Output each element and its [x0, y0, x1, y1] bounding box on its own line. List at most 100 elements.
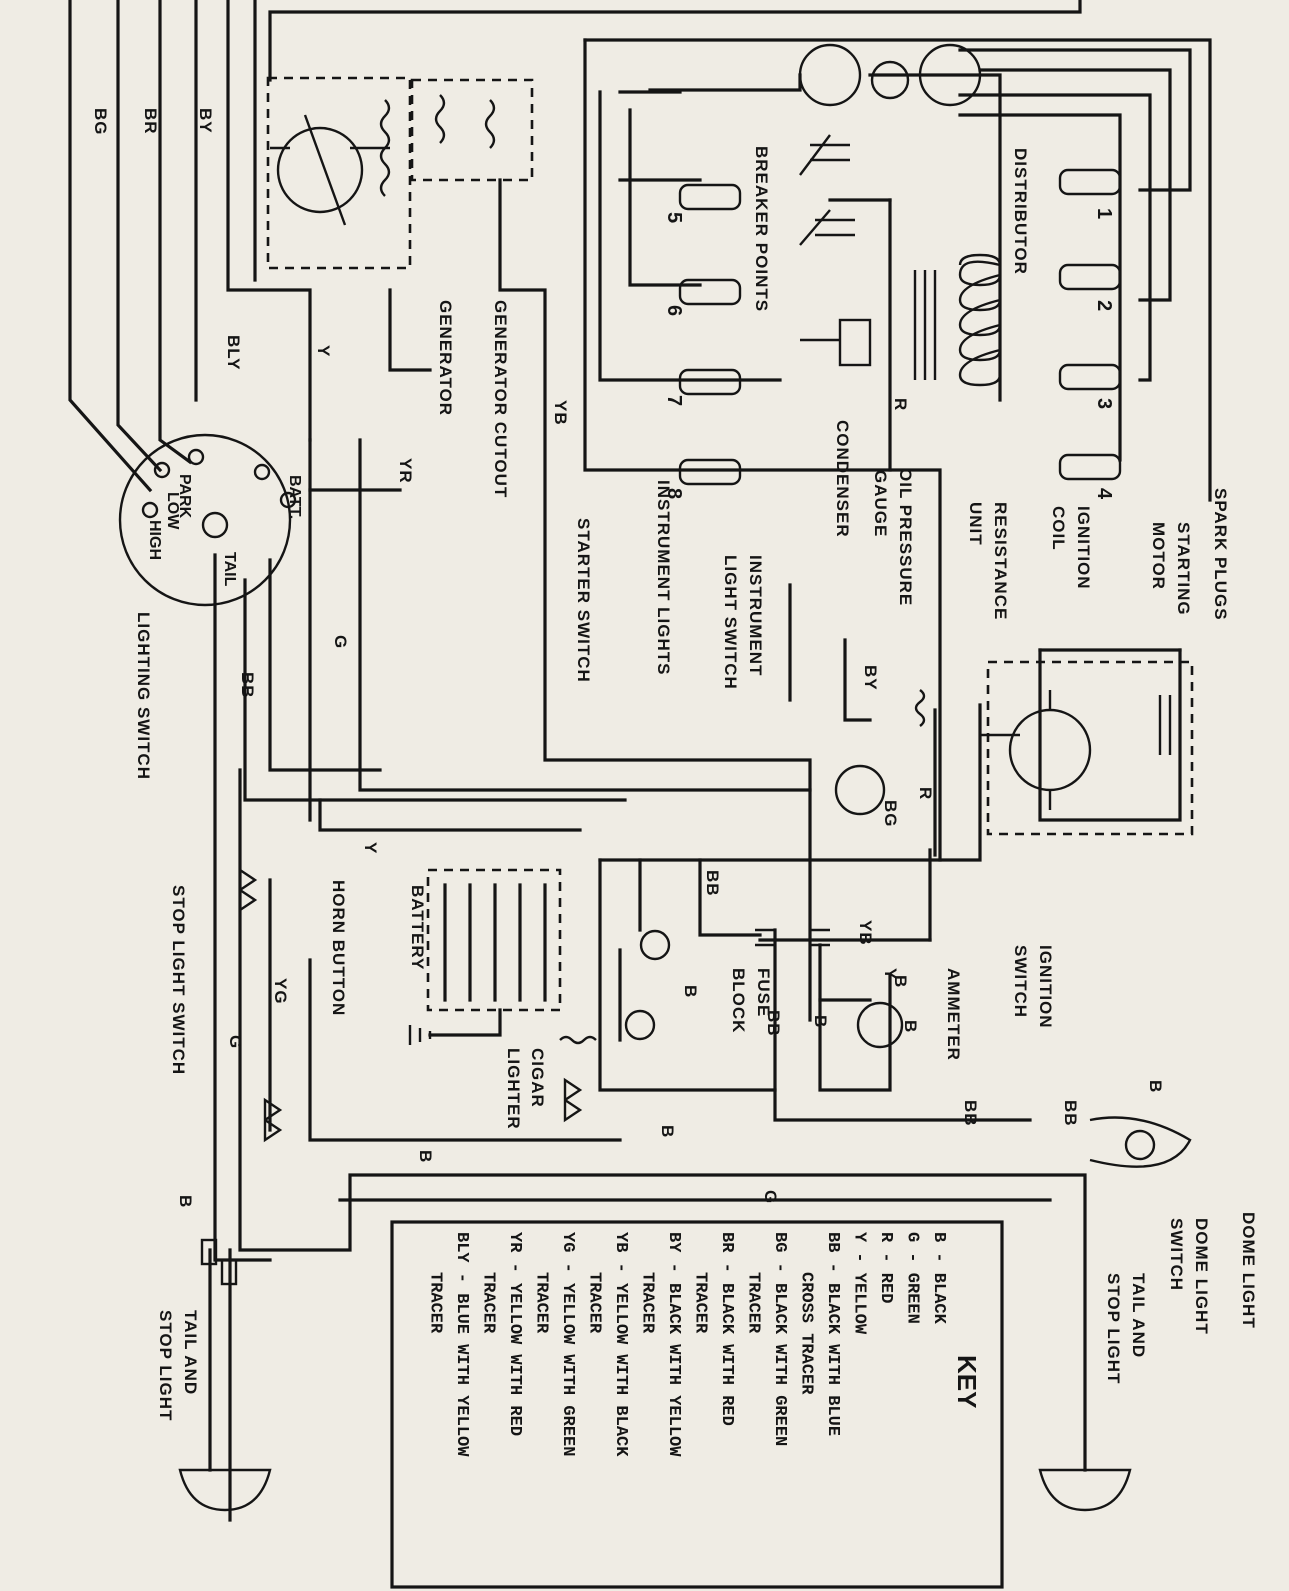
component-label: GENERATOR CUTOUT — [491, 300, 510, 498]
key-entry: TRACER — [426, 1272, 445, 1334]
component-label: IGNITION — [1074, 506, 1093, 590]
spark-plug-number: 3 — [1093, 398, 1115, 409]
wire-code-label: R — [916, 787, 935, 800]
key-entry: B - BLACK — [929, 1232, 948, 1325]
spark-plug-number: 5 — [663, 212, 685, 223]
wire-code-label: B — [176, 1195, 195, 1208]
component-label: HORN BUTTON — [329, 880, 348, 1016]
spark-plug-number: 7 — [663, 395, 685, 406]
key-entry: CROSS TRACER — [797, 1272, 816, 1395]
key-entry: TRACER — [532, 1272, 551, 1334]
wire-code-label: Y — [881, 968, 900, 980]
component-label: BATT. — [286, 475, 303, 519]
component-label: GENERATOR — [436, 300, 455, 416]
wire-code-label: BG — [881, 800, 900, 828]
spark-plug-number: 4 — [1093, 488, 1115, 500]
key-entry: YG - YELLOW WITH GREEN — [558, 1232, 577, 1456]
wire-code-label: G — [226, 1035, 245, 1049]
starting-motor-box — [980, 660, 1194, 836]
key-entry: YR - YELLOW WITH RED — [505, 1232, 524, 1436]
component-label: HIGH — [146, 520, 163, 560]
key-entry: BG - BLACK WITH GREEN — [770, 1232, 789, 1446]
key-entry: TRACER — [691, 1272, 710, 1334]
wire-code-label: YB — [856, 920, 875, 946]
fuse-block-and-switches — [200, 867, 830, 1286]
lighting-switch — [118, 433, 297, 607]
component-label: GAUGE — [871, 470, 890, 537]
wire-code-label: R — [891, 398, 910, 411]
key-entry: G - GREEN — [903, 1232, 922, 1324]
wire-code-label: B — [416, 1150, 435, 1163]
component-label: BATTERY — [408, 885, 427, 970]
wire-code-label: G — [331, 635, 350, 649]
wire-code-label: B — [681, 985, 700, 998]
spark-plugs — [678, 168, 1122, 486]
key-entry: Y - YELLOW — [850, 1232, 869, 1335]
wire-code-label: BB — [703, 870, 722, 897]
component-label: AMMETER — [944, 968, 963, 1061]
key-entry: BLY - BLUE WITH YELLOW — [452, 1232, 471, 1457]
wire-code-label: BLY — [224, 335, 243, 370]
wire-code-label: BB — [764, 1010, 783, 1037]
component-label: CONDENSER — [833, 420, 852, 538]
tail-stop-lights — [178, 1468, 1132, 1512]
wire-code-label: BY — [196, 108, 215, 134]
wire-code-label: BY — [861, 665, 880, 691]
wire-code-label: G — [761, 1190, 780, 1204]
key-entry: YB - YELLOW WITH BLACK — [611, 1232, 630, 1457]
component-label: RESISTANCE — [991, 502, 1010, 620]
component-label: LIGHTER — [504, 1048, 523, 1130]
wire-code-label: Y — [314, 345, 333, 357]
wire-code-label: B — [891, 975, 910, 988]
component-label: SWITCH — [1011, 945, 1030, 1018]
wire-code-label: B — [1146, 1080, 1165, 1093]
component-label: STARTER SWITCH — [574, 518, 593, 683]
component-label: COIL — [1049, 506, 1068, 551]
component-label: LIGHTING SWITCH — [134, 612, 153, 780]
component-label: BLOCK — [729, 968, 748, 1033]
wire-code-label: BB — [238, 672, 257, 699]
spark-plug-number: 6 — [663, 305, 685, 316]
component-label: TAIL AND — [1129, 1273, 1148, 1358]
wire-code-label: BB — [961, 1100, 980, 1127]
spark-plug-number: 2 — [1093, 300, 1115, 311]
wire-code-label: BB — [1061, 1100, 1080, 1127]
component-label: FUSE — [754, 968, 773, 1017]
wire-code-label: B — [658, 1125, 677, 1138]
wire-code-label: B — [811, 1015, 830, 1028]
wire-code-label: B — [901, 1020, 920, 1033]
key-entry: R - RED — [876, 1232, 895, 1303]
component-label: OIL PRESSURE — [896, 468, 915, 606]
key-entry: TRACER — [585, 1272, 604, 1334]
ignition-coil-and-resistance — [838, 253, 1002, 727]
component-label: STARTING — [1174, 522, 1193, 616]
component-label: STOP LIGHT SWITCH — [169, 885, 188, 1075]
component-label: DISTRIBUTOR — [1011, 148, 1030, 275]
wire-code-label: YR — [396, 458, 415, 484]
component-label: IGNITION — [1036, 945, 1055, 1029]
component-labels: SPARK PLUGSSTARTINGMOTORIGNITIONCOILRESI… — [134, 146, 1258, 1421]
component-label: INSTRUMENT LIGHTS — [654, 480, 673, 676]
component-label: LOW — [164, 492, 181, 530]
component-label: STOP LIGHT — [1104, 1273, 1123, 1384]
key-entry: BY - BLACK WITH YELLOW — [664, 1232, 683, 1457]
component-label: SWITCH — [1167, 1218, 1186, 1291]
key-box — [390, 1220, 1004, 1589]
spark-plug-number: 8 — [663, 488, 685, 499]
key-entry: BR - BLACK WITH RED — [717, 1232, 736, 1426]
generator-cutout-box — [266, 76, 534, 270]
key-entry: TRACER — [479, 1272, 498, 1334]
battery — [408, 868, 562, 1045]
key-entry: TRACER — [638, 1272, 657, 1334]
component-label: TAIL — [221, 552, 238, 587]
component-label: STOP LIGHT — [156, 1310, 175, 1421]
key-entry: TRACER — [744, 1272, 763, 1334]
wire-code-label: BG — [91, 108, 110, 136]
component-label: INSTRUMENT — [746, 555, 765, 676]
